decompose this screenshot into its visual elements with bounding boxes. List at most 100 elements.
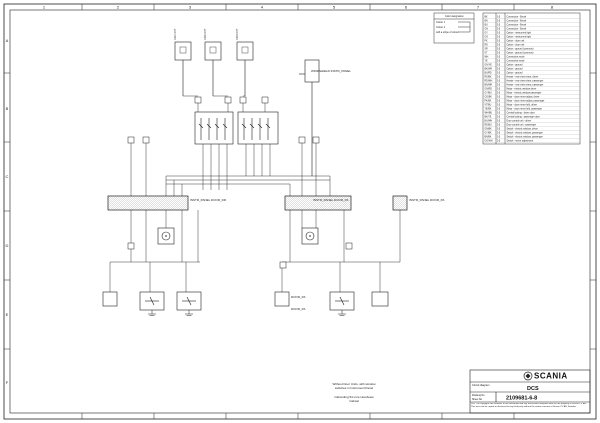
instr-panel-labels: INSTR_PANEL DOOR_DR INSTR_PANEL DOOR_PA … <box>190 198 444 202</box>
border-number: 3 <box>189 5 192 10</box>
legend-code: BN <box>485 21 489 23</box>
legend-code: RD/WH <box>485 81 493 83</box>
fuse-boxes-top <box>174 41 254 96</box>
legend-code: OG/BK <box>485 97 493 99</box>
legend-area: 0.5 <box>497 21 501 23</box>
legend-desc: Motor - door mirror fold, passenger <box>507 108 543 111</box>
brand-name: SCANIA <box>534 372 568 381</box>
switch-block-right <box>237 111 279 145</box>
border-number: 5 <box>333 5 336 10</box>
switch-block-wires <box>183 95 271 190</box>
border-labels: 1 2 3 4 5 6 7 8 A B C D E F <box>6 5 554 386</box>
legend-area: 0.5 <box>497 121 501 123</box>
legend-area: 0.5 <box>497 93 501 95</box>
legend-code: GY/BK <box>485 133 492 135</box>
legend-code: PK/BK <box>485 101 492 103</box>
legend-area: 0.5 <box>497 81 501 83</box>
bottom-note: Without Door Units, with window switches… <box>332 382 376 390</box>
sheet-frame <box>3 3 597 420</box>
legend-desc: Switch - electric window, passenger <box>507 132 543 135</box>
legend-desc: Option - door unit <box>507 40 525 43</box>
border-letter: C <box>6 174 9 179</box>
legend-area: 0.5 <box>497 137 501 139</box>
legend-code: GY/BU <box>485 93 492 95</box>
legend-area: 0.5 <box>497 77 501 79</box>
border-grid-ticks <box>4 4 596 419</box>
color-key-text: Color designation Colour 1 Colour 2 with… <box>436 15 464 34</box>
legend-area: 0.5 <box>497 37 501 39</box>
svg-text:DOOR_PA: DOOR_PA <box>291 295 305 299</box>
legend-code: OG/WH <box>485 141 493 143</box>
border-letter: A <box>6 38 9 43</box>
legend-area: 0.5 <box>497 45 501 47</box>
legend-desc: Option - instrument light <box>507 32 532 35</box>
legal-note: N.B. The copyright and contents of this … <box>471 403 587 408</box>
legend-desc: Motor - door mirror fold, driver <box>507 104 538 107</box>
legend-desc: Connection mode <box>507 60 526 63</box>
legend-code: RD <box>485 45 489 47</box>
legend-area: 0.5 <box>497 17 501 19</box>
legend-code: BU <box>485 25 489 27</box>
svg-text:Colour 1: Colour 1 <box>436 21 446 24</box>
legend-code: BU/RD <box>485 73 492 75</box>
side-connectors <box>127 136 320 144</box>
windshield-connector <box>299 59 320 176</box>
legend-code: YE <box>485 61 489 63</box>
window-motor-passenger <box>301 227 319 245</box>
border-letter: D <box>6 243 9 248</box>
legend-code: GN <box>485 29 489 31</box>
legend-area: 0.5 <box>497 105 501 107</box>
connector-instr-panel-door-pa <box>284 195 352 211</box>
ground-symbols <box>148 310 346 316</box>
legend-code: GN/BK <box>485 129 493 131</box>
legend-area: 0.5 <box>497 25 501 27</box>
legend-area: 0.5 <box>497 57 501 59</box>
legend-code: BU/WH <box>485 121 493 123</box>
legend-desc: Central locking - passenger door <box>507 116 540 119</box>
legend-desc: Switch - mirror adjustment <box>507 140 534 143</box>
legend-desc: Switch - electric window, driver <box>507 128 539 131</box>
svg-text:Color designation: Color designation <box>445 15 464 18</box>
legend-area: 0.5 <box>497 125 501 127</box>
legend-area: 0.5 <box>497 129 501 131</box>
legend-code: SR <box>485 49 489 51</box>
legend-desc: Option - ground <box>507 72 524 75</box>
door-components-bottom <box>102 291 389 311</box>
drawing-number-label: Drawing No <box>472 394 485 397</box>
svg-text:DOOR_PA: DOOR_PA <box>291 307 305 311</box>
legend-area: 0.5 <box>497 69 501 71</box>
legend-area: 0.5 <box>497 97 501 99</box>
svg-text:M: M <box>309 234 312 238</box>
legend-code: BK <box>485 17 489 19</box>
legend-area: 0.5 <box>497 29 501 31</box>
title-block-frame <box>469 369 591 414</box>
legend-desc: Option - ground (common) <box>507 48 534 51</box>
legend-desc: Motor - door mirror adjust, passenger <box>507 100 545 103</box>
legend-code: BN/BK <box>485 137 492 139</box>
legend-code: GY <box>485 33 489 35</box>
legend-code: BK/WH <box>485 69 493 71</box>
legend-area: 0.5 <box>497 141 501 143</box>
legend-desc: Central locking - driver door <box>507 112 535 115</box>
border-number: 1 <box>43 5 46 10</box>
